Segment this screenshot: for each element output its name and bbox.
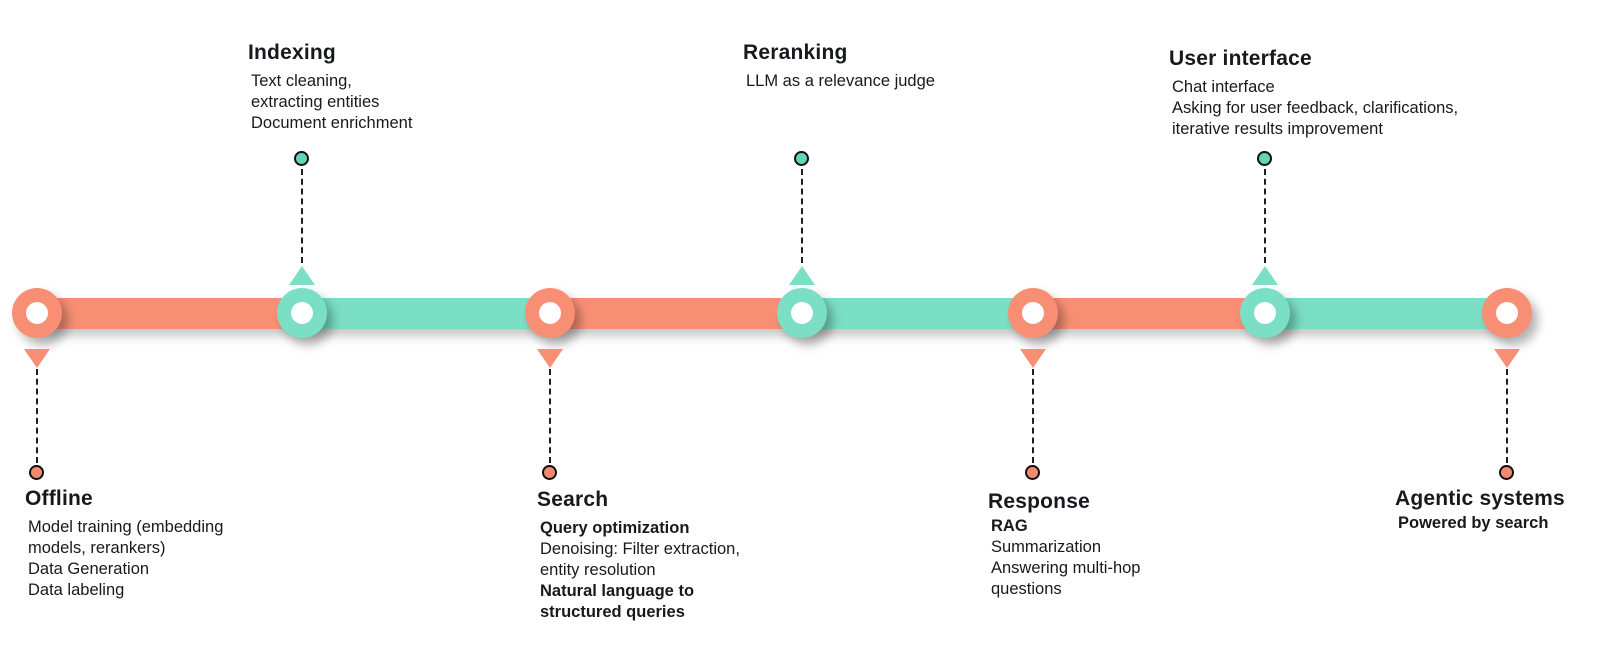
node-hole bbox=[26, 302, 48, 324]
stage-description: Natural language to structured queries bbox=[540, 582, 695, 621]
stage-title: Reranking bbox=[743, 41, 848, 64]
stage-description: RAG bbox=[991, 517, 1028, 535]
stage-description: Model training (embedding models, rerank… bbox=[28, 518, 224, 599]
stage-description: Text cleaning, extracting entities Docum… bbox=[251, 72, 413, 132]
stage-description: LLM as a relevance judge bbox=[746, 72, 935, 90]
stage-description: Query optimization bbox=[540, 519, 690, 537]
node-hole bbox=[291, 302, 313, 324]
node-reranking bbox=[777, 288, 827, 338]
node-hole bbox=[539, 302, 561, 324]
stage-title: Response bbox=[988, 490, 1090, 513]
stage-description: Denoising: Filter extraction, entity res… bbox=[540, 540, 740, 579]
stage-label-reranking: Reranking LLM as a relevance judge bbox=[743, 40, 935, 92]
connector-dashed-line bbox=[301, 169, 303, 263]
timeline-bar bbox=[37, 298, 1507, 329]
connector-dashed-line bbox=[36, 369, 38, 463]
arrow-up-icon bbox=[1252, 266, 1278, 285]
node-hole bbox=[1496, 302, 1518, 324]
arrow-down-icon bbox=[537, 349, 563, 368]
node-user-interface bbox=[1240, 288, 1290, 338]
node-response bbox=[1008, 288, 1058, 338]
timeline-segment-userinterface-agentic bbox=[1265, 298, 1507, 329]
timeline-segment-offline-indexing bbox=[37, 298, 302, 329]
stage-label-search: Search Query optimization Denoising: Fil… bbox=[537, 487, 740, 623]
node-indexing bbox=[277, 288, 327, 338]
connector-dashed-line bbox=[801, 169, 803, 263]
timeline-segment-response-userinterface bbox=[1033, 298, 1265, 329]
stage-label-user-interface: User interface Chat interface Asking for… bbox=[1169, 46, 1458, 140]
connector-end-dot bbox=[1257, 151, 1272, 166]
stage-title: Agentic systems bbox=[1395, 487, 1565, 510]
connector-dashed-line bbox=[549, 369, 551, 463]
node-hole bbox=[791, 302, 813, 324]
arrow-down-icon bbox=[1494, 349, 1520, 368]
node-offline bbox=[12, 288, 62, 338]
connector-dashed-line bbox=[1264, 169, 1266, 263]
stage-label-response: Response RAG Summarization Answering mul… bbox=[988, 489, 1140, 600]
timeline-segment-reranking-response bbox=[802, 298, 1033, 329]
connector-end-dot bbox=[542, 465, 557, 480]
stage-title: Offline bbox=[25, 487, 93, 510]
stage-label-offline: Offline Model training (embedding models… bbox=[25, 486, 223, 601]
stage-description: Summarization Answering multi-hop questi… bbox=[991, 538, 1141, 598]
timeline-segment-indexing-search bbox=[302, 298, 550, 329]
stage-title: Search bbox=[537, 488, 609, 511]
stage-label-agentic-systems: Agentic systems Powered by search bbox=[1395, 486, 1565, 534]
arrow-down-icon bbox=[24, 349, 50, 368]
stage-description: Chat interface Asking for user feedback,… bbox=[1172, 78, 1459, 138]
connector-dashed-line bbox=[1506, 369, 1508, 463]
arrow-up-icon bbox=[289, 266, 315, 285]
stage-description: Powered by search bbox=[1398, 514, 1549, 532]
stage-title: Indexing bbox=[248, 41, 336, 64]
node-search bbox=[525, 288, 575, 338]
stage-title: User interface bbox=[1169, 47, 1312, 70]
arrow-down-icon bbox=[1020, 349, 1046, 368]
timeline-segment-search-reranking bbox=[550, 298, 802, 329]
node-hole bbox=[1022, 302, 1044, 324]
connector-end-dot bbox=[794, 151, 809, 166]
connector-end-dot bbox=[1025, 465, 1040, 480]
connector-end-dot bbox=[1499, 465, 1514, 480]
stage-label-indexing: Indexing Text cleaning, extracting entit… bbox=[248, 40, 412, 134]
arrow-up-icon bbox=[789, 266, 815, 285]
connector-dashed-line bbox=[1032, 369, 1034, 463]
node-hole bbox=[1254, 302, 1276, 324]
connector-end-dot bbox=[29, 465, 44, 480]
node-agentic bbox=[1482, 288, 1532, 338]
connector-end-dot bbox=[294, 151, 309, 166]
